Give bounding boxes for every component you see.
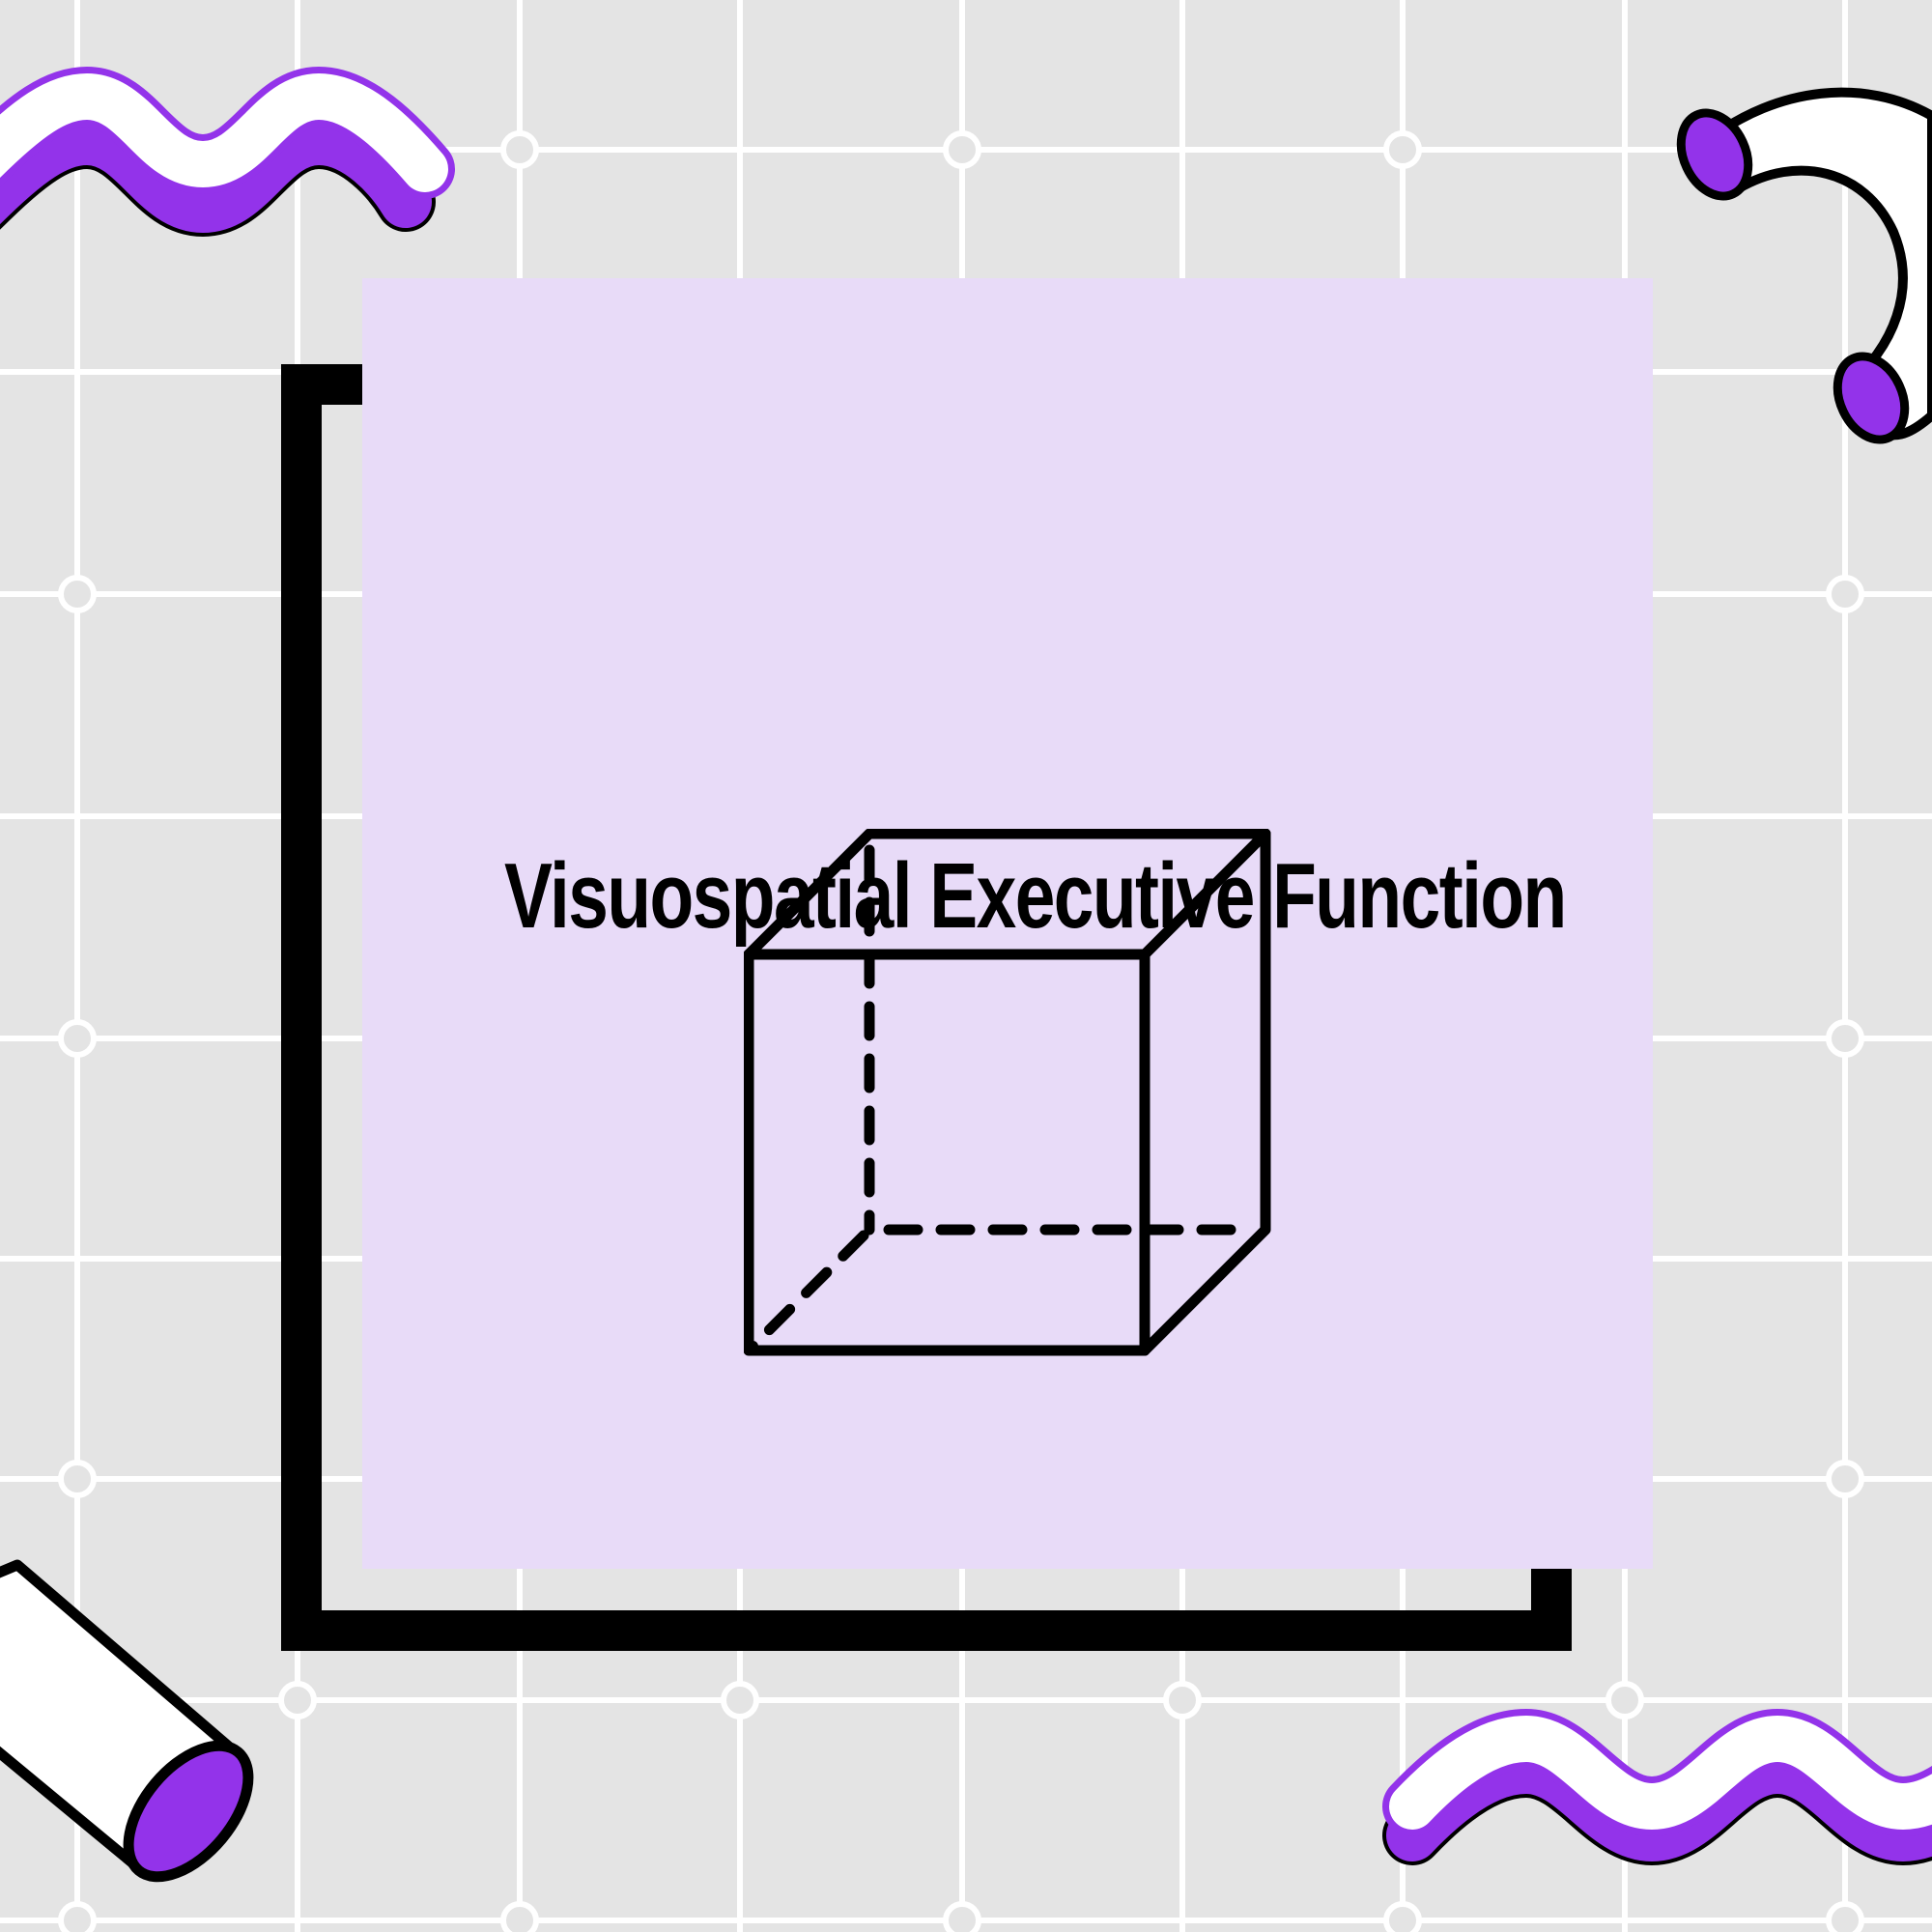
cylinder-tube-bottom-left — [0, 1559, 254, 1883]
frame-bracket — [281, 364, 1572, 1651]
grid-nodes — [58, 130, 1864, 1932]
cube-wireframe-icon — [744, 829, 1271, 1356]
curved-tube-top-right — [1676, 87, 1932, 444]
title-card: Visuospatial Executive Function — [362, 278, 1653, 1569]
wave-ribbon-top-left — [0, 67, 455, 237]
page-title: Visuospatial Executive Function — [503, 844, 1567, 948]
wave-ribbon-bottom-right — [1382, 1709, 1932, 1865]
